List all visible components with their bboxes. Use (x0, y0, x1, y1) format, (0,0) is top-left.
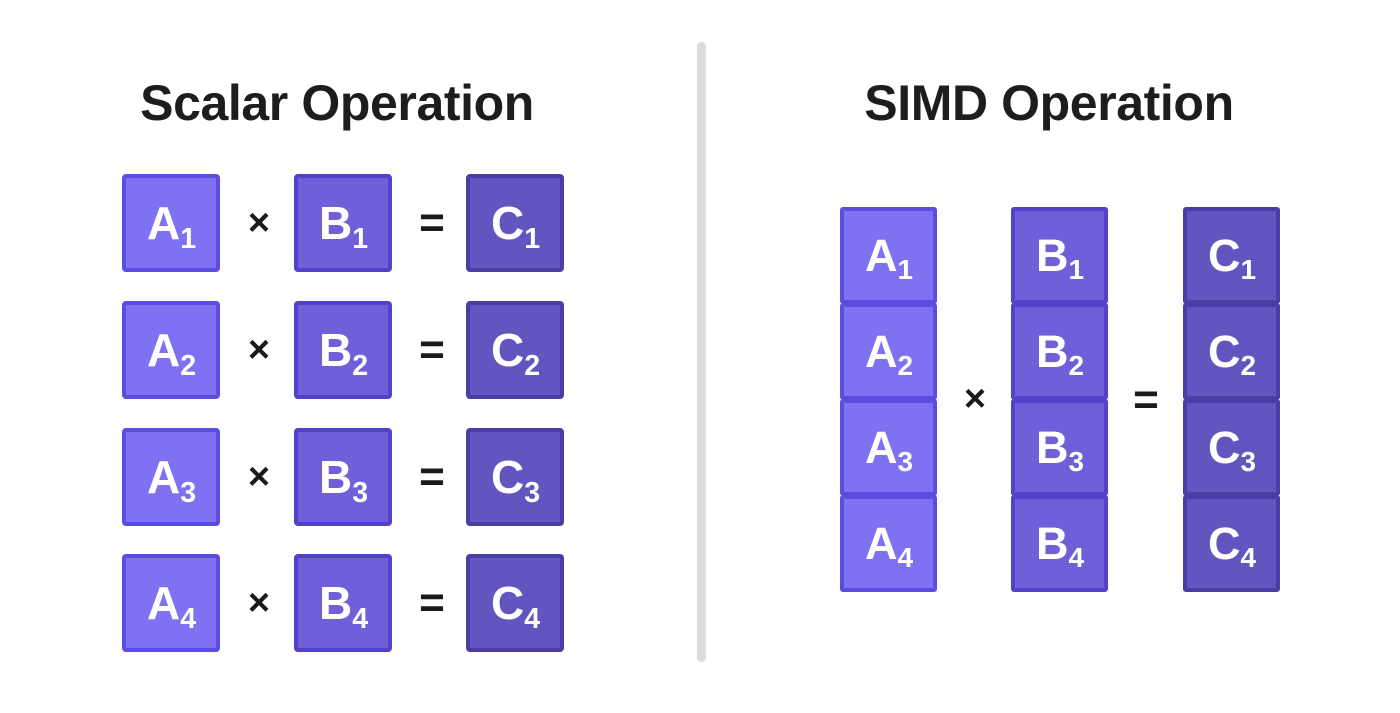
equals-operator-icon: = (419, 198, 445, 247)
simd-vector-b-cell: B4 (1011, 495, 1108, 592)
scalar-row: A3 × B3 = C3 (0, 428, 690, 526)
operand-label: A2 (864, 326, 913, 382)
operand-label: A2 (146, 324, 196, 382)
panel-divider (697, 42, 706, 662)
operand-subscript: 1 (180, 222, 196, 255)
result-subscript: 1 (1240, 254, 1257, 286)
scalar-operand-b-box: B3 (294, 428, 392, 526)
operand-subscript: 1 (897, 254, 914, 286)
scalar-panel: Scalar Operation A1 × B1 = C1 A2 × B2 = (0, 0, 690, 713)
operand-subscript: 4 (180, 602, 196, 635)
simd-panel: SIMD Operation (710, 0, 1400, 713)
simd-vector-c-cell: C1 (1183, 207, 1280, 304)
result-label: C2 (1207, 326, 1256, 382)
operand-label: B1 (318, 197, 368, 255)
simd-vector-b-cell: B2 (1011, 303, 1108, 400)
simd-vector-c-cell: C3 (1183, 399, 1280, 496)
scalar-operand-b-box: B1 (294, 174, 392, 272)
operand-subscript: 3 (180, 476, 196, 509)
simd-multiply-operator-icon: × (963, 378, 987, 420)
operand-label: B3 (1035, 422, 1084, 478)
operand-label: A1 (864, 230, 913, 286)
operand-subscript: 4 (897, 542, 914, 574)
simd-vector-a: A1 A2 A3 A4 (840, 207, 937, 592)
simd-vector-c-cell: C2 (1183, 303, 1280, 400)
operand-subscript: 3 (352, 476, 368, 509)
operand-subscript: 4 (1068, 542, 1085, 574)
operand-subscript: 1 (1068, 254, 1085, 286)
scalar-row: A1 × B1 = C1 (0, 174, 690, 272)
result-subscript: 2 (1240, 350, 1257, 382)
simd-vector-b: B1 B2 B3 B4 (1011, 207, 1108, 592)
scalar-result-c-box: C1 (466, 174, 564, 272)
equals-operator-icon: = (419, 578, 445, 627)
result-label: C4 (1207, 518, 1256, 574)
scalar-operand-a-box: A3 (122, 428, 220, 526)
result-label: C2 (490, 324, 540, 382)
operand-label: A1 (146, 197, 196, 255)
operand-subscript: 2 (352, 349, 368, 382)
simd-panel-title: SIMD Operation (864, 74, 1234, 131)
simd-vector-a-cell: A2 (840, 303, 937, 400)
scalar-operand-a-box: A2 (122, 301, 220, 399)
operand-subscript: 2 (1068, 350, 1085, 382)
scalar-row: A2 × B2 = C2 (0, 301, 690, 399)
scalar-row: A4 × B4 = C4 (0, 554, 690, 652)
simd-vector-a-cell: A1 (840, 207, 937, 304)
result-subscript: 2 (524, 349, 540, 382)
operand-label: A3 (146, 451, 196, 509)
scalar-operand-a-box: A4 (122, 554, 220, 652)
operand-label: B1 (1035, 230, 1084, 286)
operand-label: A4 (864, 518, 913, 574)
result-subscript: 4 (524, 602, 540, 635)
operand-subscript: 2 (180, 349, 196, 382)
result-label: C1 (490, 197, 540, 255)
simd-vector-c-cell: C4 (1183, 495, 1280, 592)
result-label: C4 (490, 577, 540, 635)
operand-label: B2 (1035, 326, 1084, 382)
multiply-operator-icon: × (247, 581, 271, 624)
equals-operator-icon: = (419, 452, 445, 501)
simd-vector-b-cell: B3 (1011, 399, 1108, 496)
result-label: C1 (1207, 230, 1256, 286)
simd-vector-a-cell: A4 (840, 495, 937, 592)
multiply-operator-icon: × (247, 455, 271, 498)
operand-label: B4 (1035, 518, 1084, 574)
result-subscript: 1 (524, 222, 540, 255)
operand-label: B4 (318, 577, 368, 635)
multiply-operator-icon: × (247, 328, 271, 371)
operand-label: A4 (146, 577, 196, 635)
simd-vector-a-cell: A3 (840, 399, 937, 496)
scalar-result-c-box: C2 (466, 301, 564, 399)
operand-subscript: 3 (897, 446, 914, 478)
scalar-operand-a-box: A1 (122, 174, 220, 272)
scalar-panel-title: Scalar Operation (140, 74, 534, 131)
simd-equals-operator-icon: = (1133, 374, 1159, 424)
scalar-result-c-box: C4 (466, 554, 564, 652)
simd-vector-b-cell: B1 (1011, 207, 1108, 304)
operand-subscript: 3 (1068, 446, 1085, 478)
equals-operator-icon: = (419, 325, 445, 374)
operand-subscript: 1 (352, 222, 368, 255)
scalar-operand-b-box: B2 (294, 301, 392, 399)
scalar-operand-b-box: B4 (294, 554, 392, 652)
multiply-operator-icon: × (247, 201, 271, 244)
operand-label: B3 (318, 451, 368, 509)
operand-subscript: 2 (897, 350, 914, 382)
result-subscript: 3 (1240, 446, 1257, 478)
operand-subscript: 4 (352, 602, 368, 635)
result-subscript: 4 (1240, 542, 1257, 574)
result-subscript: 3 (524, 476, 540, 509)
operand-label: B2 (318, 324, 368, 382)
operand-label: A3 (864, 422, 913, 478)
simd-vector-c: C1 C2 C3 C4 (1183, 207, 1280, 592)
scalar-result-c-box: C3 (466, 428, 564, 526)
result-label: C3 (1207, 422, 1256, 478)
result-label: C3 (490, 451, 540, 509)
